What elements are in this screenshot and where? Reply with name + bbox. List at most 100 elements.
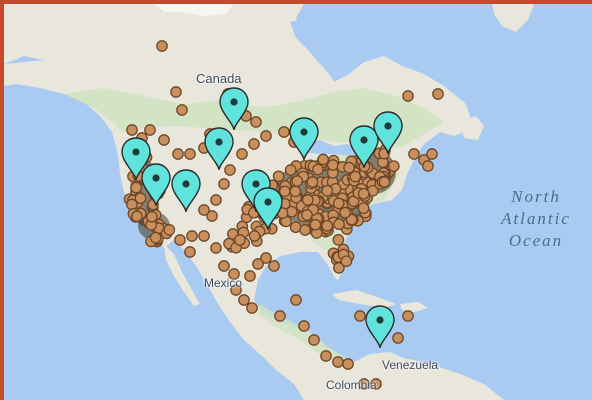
map-pin-body[interactable] [365, 305, 395, 349]
map-pin-body[interactable] [373, 111, 403, 155]
location-dot-icon[interactable] [308, 334, 320, 346]
location-dot-icon[interactable] [163, 224, 176, 236]
location-dot-icon[interactable] [340, 255, 353, 268]
location-dot-icon[interactable] [130, 181, 143, 194]
location-dot-icon[interactable] [349, 170, 362, 183]
map-pins[interactable] [121, 87, 403, 349]
location-dot-icon[interactable] [284, 164, 297, 176]
location-dot-icon[interactable] [210, 242, 222, 254]
location-dot-icon[interactable] [327, 159, 339, 171]
location-dot-icon[interactable] [224, 164, 236, 176]
location-dot-icon[interactable] [244, 270, 256, 282]
location-dot-icon[interactable] [408, 148, 420, 160]
location-dot-icon[interactable] [278, 126, 290, 138]
location-dot-icon[interactable] [387, 160, 400, 172]
location-dot-icon[interactable] [312, 163, 324, 176]
location-dot-icon[interactable] [426, 148, 438, 160]
location-dot-icon[interactable] [320, 350, 332, 362]
map-pin-body[interactable] [241, 169, 271, 213]
map-pin-icon[interactable] [219, 87, 249, 131]
map-canvas[interactable] [4, 4, 592, 400]
location-dot-icon[interactable] [339, 206, 351, 219]
location-dot-icon[interactable] [131, 210, 143, 223]
location-dot-icon[interactable] [354, 310, 366, 322]
location-dot-icon[interactable] [228, 268, 240, 280]
location-dot-icon[interactable] [218, 260, 230, 272]
location-dot-icon[interactable] [230, 284, 242, 296]
location-dot-icon[interactable] [218, 178, 230, 190]
location-dot-icon[interactable] [332, 234, 345, 246]
location-dot-icon[interactable] [246, 302, 258, 314]
location-dot-icon[interactable] [158, 134, 170, 146]
location-dot-icon[interactable] [252, 258, 264, 270]
location-dot-icon[interactable] [309, 218, 322, 231]
location-dot-icon[interactable] [268, 260, 280, 272]
map-pin-icon[interactable] [241, 169, 271, 213]
location-dot-icon[interactable] [126, 124, 138, 136]
location-dot-icon[interactable] [370, 378, 382, 390]
map-pin-body[interactable] [219, 87, 249, 131]
location-dot-icon[interactable] [402, 90, 414, 102]
location-dot-icon[interactable] [358, 378, 370, 390]
location-dot-icon[interactable] [170, 86, 182, 98]
map-pin-icon[interactable] [373, 111, 403, 155]
location-dot-icon[interactable] [206, 210, 218, 222]
location-dot-icon[interactable] [260, 130, 272, 142]
location-dots[interactable] [123, 40, 444, 390]
map-pin-body[interactable] [121, 137, 151, 181]
location-dot-icon[interactable] [432, 88, 444, 100]
location-dot-icon[interactable] [272, 170, 285, 183]
location-dot-icon[interactable] [198, 204, 210, 216]
map-pin-body[interactable] [253, 187, 283, 231]
location-dot-icon[interactable] [422, 160, 434, 172]
location-dot-icon[interactable] [248, 138, 260, 150]
map-pin-icon[interactable] [204, 127, 234, 171]
location-dot-icon[interactable] [357, 202, 370, 215]
map-pin-icon[interactable] [121, 137, 151, 181]
map-pin-body[interactable] [289, 117, 319, 161]
location-dot-icon[interactable] [290, 294, 302, 306]
location-dot-icon[interactable] [332, 197, 345, 210]
location-dot-icon[interactable] [291, 175, 304, 187]
location-dot-icon[interactable] [156, 40, 168, 52]
location-dot-icon[interactable] [299, 224, 311, 236]
location-dot-icon[interactable] [210, 194, 222, 206]
location-dot-icon[interactable] [236, 148, 248, 160]
location-dot-icon[interactable] [301, 209, 313, 221]
map-pin-body[interactable] [141, 163, 171, 207]
map-pin-icon[interactable] [289, 117, 319, 161]
location-dot-icon[interactable] [392, 332, 404, 344]
location-dot-icon[interactable] [250, 116, 262, 128]
location-dot-icon[interactable] [343, 161, 355, 174]
location-dot-icon[interactable] [260, 252, 272, 264]
location-dot-icon[interactable] [342, 358, 354, 370]
location-dot-icon[interactable] [306, 176, 319, 188]
map-pin-icon[interactable] [365, 305, 395, 349]
location-dot-icon[interactable] [278, 185, 291, 198]
location-dot-icon[interactable] [198, 230, 210, 242]
location-dot-icon[interactable] [289, 185, 302, 198]
map-pin-icon[interactable] [253, 187, 283, 231]
location-dot-icon[interactable] [172, 148, 184, 160]
map-pin-icon[interactable] [141, 163, 171, 207]
location-dot-icon[interactable] [301, 194, 314, 206]
location-dot-icon[interactable] [378, 176, 391, 188]
location-dot-icon[interactable] [357, 187, 370, 200]
location-dot-icon[interactable] [321, 220, 334, 232]
location-dot-icon[interactable] [176, 104, 188, 116]
map-frame[interactable]: Canada Mexico Venezuela Colombia North A… [4, 4, 592, 400]
map-pin-icon[interactable] [171, 169, 201, 213]
location-dot-icon[interactable] [321, 184, 334, 197]
location-dot-icon[interactable] [134, 192, 147, 205]
map-pin-body[interactable] [204, 127, 234, 171]
location-dot-icon[interactable] [144, 124, 156, 136]
location-dot-icon[interactable] [238, 294, 250, 306]
location-dot-icon[interactable] [234, 234, 246, 246]
location-dot-icon[interactable] [298, 320, 310, 332]
location-dot-icon[interactable] [146, 210, 158, 223]
map-pin-body[interactable] [171, 169, 201, 213]
location-dot-icon[interactable] [184, 148, 196, 160]
location-dot-icon[interactable] [274, 310, 286, 322]
location-dot-icon[interactable] [149, 231, 162, 244]
location-dot-icon[interactable] [317, 153, 330, 166]
